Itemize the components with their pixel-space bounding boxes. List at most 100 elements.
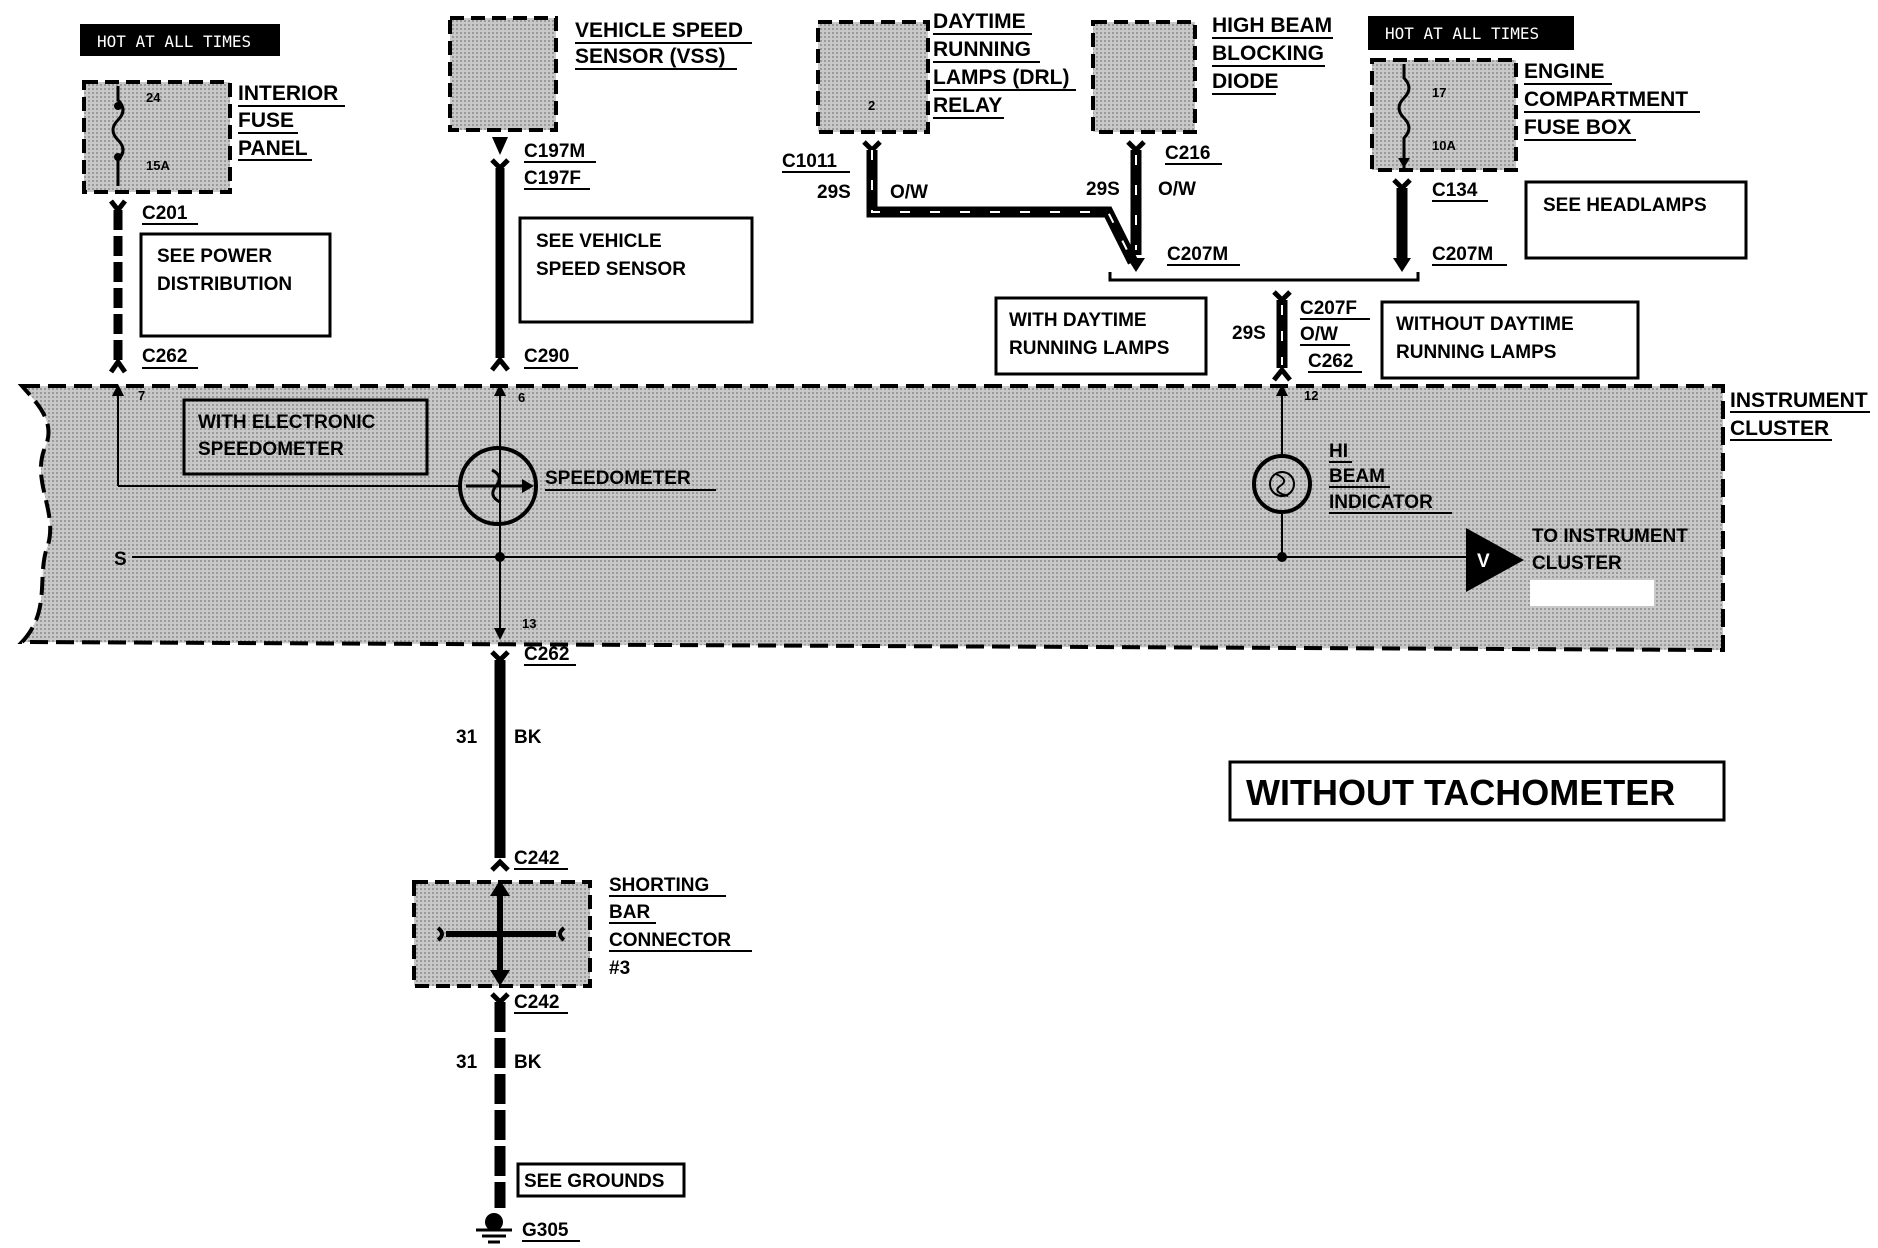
shorting-bar-label-3: CONNECTOR [609,930,731,951]
connector-c290: C290 [524,346,569,367]
with-electronic-speedometer-box[interactable] [182,398,429,476]
with-drl-label-1: WITH DAYTIME [1009,310,1147,331]
interior-fuse-panel-label-1: INTERIOR [238,82,338,105]
interior-fuse-rating: 15A [146,158,170,173]
engine-fuse-box [1370,58,1518,172]
see-headlamps-label: SEE HEADLAMPS [1543,195,1707,216]
pin-7: 7 [138,388,145,403]
pin-6: 6 [518,390,525,405]
without-drl-label-2: RUNNING LAMPS [1396,342,1556,363]
with-drl-label-2: RUNNING LAMPS [1009,338,1169,359]
drl-relay-label-3: LAMPS (DRL) [933,66,1069,89]
hi-beam-indicator-lamp [1252,454,1312,514]
engine-fuse-number: 17 [1432,85,1446,100]
instrument-cluster-label-1: INSTRUMENT [1730,389,1868,412]
diagram-title: WITHOUT TACHOMETER [1246,772,1675,813]
connector-c207f: C207F [1300,298,1357,319]
shorting-bar-label-4: #3 [609,958,630,979]
cluster-wire-circuit: 29S [1232,323,1266,344]
ground-wire-color-1: BK [514,727,542,748]
see-power-distribution-label-1: SEE POWER [157,246,272,267]
hot-at-all-times-text-1: HOT AT ALL TIMES [97,32,251,51]
to-instrument-cluster-label-2: CLUSTER [1532,553,1622,574]
see-vss-label-2: SPEED SENSOR [536,259,686,280]
hb-diode-label-2: BLOCKING [1212,42,1324,65]
hb-diode-box [1091,20,1197,134]
connector-c207m-a: C207M [1167,244,1228,265]
drl-relay-label-4: RELAY [933,94,1002,117]
engine-fuse-box-label-3: FUSE BOX [1524,116,1631,139]
vss-label-1: VEHICLE SPEED [575,19,743,42]
hb-diode-label-1: HIGH BEAM [1212,14,1332,37]
interior-fuse-panel-box [82,80,232,194]
ground-wire-circuit-2: 31 [456,1052,478,1073]
connector-c201: C201 [142,203,188,224]
v-label: V [1477,551,1490,572]
connector-c197m: C197M [524,141,585,162]
cluster-wire-color: O/W [1300,324,1338,345]
connector-c207m-b: C207M [1432,244,1493,265]
without-drl-label-1: WITHOUT DAYTIME [1396,314,1574,335]
interior-fuse-panel-label-3: PANEL [238,137,308,160]
pin-13: 13 [522,616,536,631]
diode-wire-color: O/W [1158,179,1196,200]
instrument-cluster-region [17,384,1725,653]
c207-splice-bar [1108,272,1420,282]
to-instrument-cluster-label-1: TO INSTRUMENT [1532,526,1688,547]
without-drl-box[interactable] [1380,300,1640,380]
hi-beam-label-3: INDICATOR [1329,492,1433,513]
see-power-distribution-label-2: DISTRIBUTION [157,274,292,295]
with-electronic-speedometer-label-1: WITH ELECTRONIC [198,412,376,433]
hot-at-all-times-badge-1 [80,24,280,56]
drl-relay-label-2: RUNNING [933,38,1031,61]
drl-wire-color: O/W [890,182,928,203]
see-vss-label-1: SEE VEHICLE [536,231,662,252]
engine-fuse-box-label-1: ENGINE [1524,60,1605,83]
engine-fuse-box-label-2: COMPARTMENT [1524,88,1688,111]
connector-c1011: C1011 [782,151,837,172]
connector-c242-a: C242 [514,848,559,869]
vss-label-2: SENSOR (VSS) [575,45,726,68]
see-grounds-label: SEE GROUNDS [524,1171,664,1192]
hi-beam-label-2: BEAM [1329,466,1385,487]
see-vehicle-speed-sensor-box[interactable] [518,216,754,324]
connector-c262-c: C262 [524,644,569,665]
ground-wire-color-2: BK [514,1052,542,1073]
connector-c216: C216 [1165,143,1210,164]
with-drl-box[interactable] [994,296,1208,376]
connector-c262-b: C262 [1308,351,1353,372]
drl-wire-circuit: 29S [817,182,851,203]
drl-relay-box [816,20,930,134]
hot-at-all-times-text-2: HOT AT ALL TIMES [1385,24,1539,43]
speedometer-label: SPEEDOMETER [545,468,691,489]
see-grounds-box[interactable] [516,1162,686,1198]
to-instrument-cluster-arrow [1466,528,1524,592]
shorting-bar-label-1: SHORTING [609,875,709,896]
drl-relay-label-1: DAYTIME [933,10,1026,33]
hot-at-all-times-badge-2 [1368,16,1574,50]
instrument-cluster-label-2: CLUSTER [1730,417,1829,440]
see-headlamps-box[interactable] [1524,180,1748,260]
wire-drl [866,150,1138,265]
with-electronic-speedometer-label-2: SPEEDOMETER [198,439,344,460]
see-power-distribution-box[interactable] [139,232,332,338]
pin-12: 12 [1304,388,1318,403]
ground-g305-label: G305 [522,1220,569,1241]
ground-symbol-icon [476,1213,512,1244]
connector-c242-b: C242 [514,992,559,1013]
title-box [1228,760,1726,822]
connector-c262-a: C262 [142,346,187,367]
shorting-bar-label-2: BAR [609,902,650,923]
fuse-symbol-interior [111,86,125,186]
vss-box [448,16,558,132]
fuse-symbol-engine [1397,64,1411,168]
ground-wire-circuit-1: 31 [456,727,478,748]
hi-beam-label-1: HI [1329,441,1348,462]
diode-wire-circuit: 29S [1086,179,1120,200]
speedometer-gauge [458,446,538,526]
connector-c134: C134 [1432,180,1478,201]
s-bus-label: S [114,549,127,570]
interior-fuse-panel-label-2: FUSE [238,109,294,132]
hb-diode-label-3: DIODE [1212,70,1279,93]
